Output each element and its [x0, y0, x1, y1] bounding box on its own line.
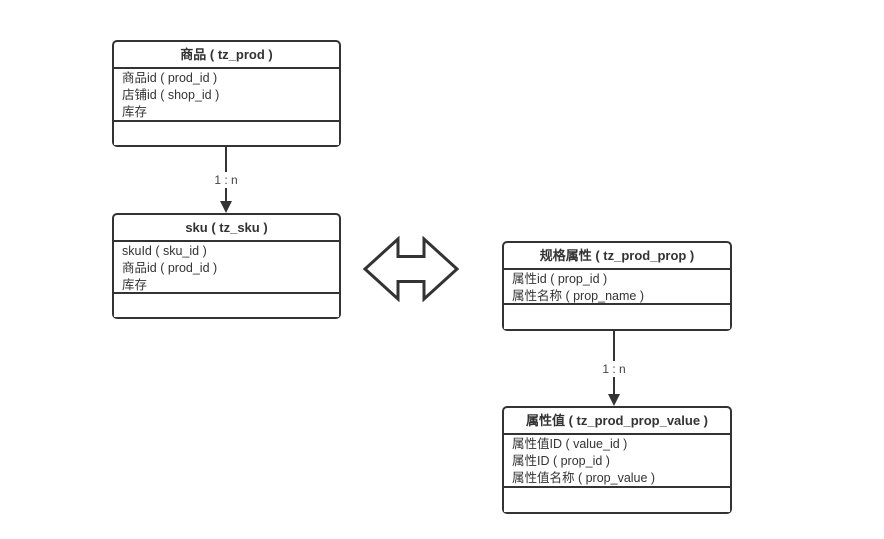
- arrowhead-down-icon: [220, 201, 232, 213]
- entity-prod-prop-value-field-prop-value: 属性值名称 ( prop_value ): [512, 471, 656, 485]
- entity-prod-prop-field-prop-name: 属性名称 ( prop_name ): [512, 289, 644, 303]
- entity-prod-field-prod-id: 商品id ( prod_id ): [122, 71, 218, 85]
- cardinality-label: 1 : n: [599, 360, 629, 377]
- entity-sku-fields: skuId ( sku_id ) 商品id ( prod_id ) 库存: [114, 242, 339, 294]
- entity-prod-fields: 商品id ( prod_id ) 店铺id ( shop_id ) 库存: [114, 69, 339, 122]
- entity-sku-field-sku-id: skuId ( sku_id ): [122, 244, 207, 258]
- entity-prod-prop-value-fields: 属性值ID ( value_id ) 属性ID ( prop_id ) 属性值名…: [504, 435, 730, 488]
- entity-prod-prop-value-title: 属性值 ( tz_prod_prop_value ): [504, 408, 730, 435]
- entity-prod-field-shop-id: 店铺id ( shop_id ): [122, 88, 220, 102]
- entity-prod-title: 商品 ( tz_prod ): [114, 42, 339, 69]
- entity-sku-footer: [114, 294, 339, 317]
- entity-prod-prop-value-field-value-id: 属性值ID ( value_id ): [512, 437, 628, 451]
- entity-sku: sku ( tz_sku ) skuId ( sku_id ) 商品id ( p…: [112, 213, 341, 319]
- entity-prod-prop-field-prop-id: 属性id ( prop_id ): [512, 272, 608, 286]
- entity-sku-field-stock: 库存: [122, 278, 148, 292]
- connector-prod-sku: 1 : n: [211, 147, 241, 213]
- entity-prod-prop-value-field-prop-id: 属性ID ( prop_id ): [512, 454, 610, 468]
- arrowhead-down-icon: [608, 394, 620, 406]
- entity-prod: 商品 ( tz_prod ) 商品id ( prod_id ) 店铺id ( s…: [112, 40, 341, 147]
- double-horizontal-arrow-icon: [363, 236, 459, 302]
- entity-prod-prop-footer: [504, 305, 730, 329]
- entity-sku-field-prod-id: 商品id ( prod_id ): [122, 261, 218, 275]
- entity-prod-prop-value-footer: [504, 488, 730, 512]
- cardinality-label: 1 : n: [211, 172, 241, 188]
- entity-prod-prop-title: 规格属性 ( tz_prod_prop ): [504, 243, 730, 270]
- connector-prop-value: 1 : n: [599, 331, 629, 406]
- entity-prod-prop: 规格属性 ( tz_prod_prop ) 属性id ( prop_id ) 属…: [502, 241, 732, 331]
- entity-prod-prop-value: 属性值 ( tz_prod_prop_value ) 属性值ID ( value…: [502, 406, 732, 514]
- entity-prod-prop-fields: 属性id ( prop_id ) 属性名称 ( prop_name ): [504, 270, 730, 305]
- entity-sku-title: sku ( tz_sku ): [114, 215, 339, 242]
- entity-prod-footer: [114, 122, 339, 145]
- entity-prod-field-stock: 库存: [122, 105, 148, 119]
